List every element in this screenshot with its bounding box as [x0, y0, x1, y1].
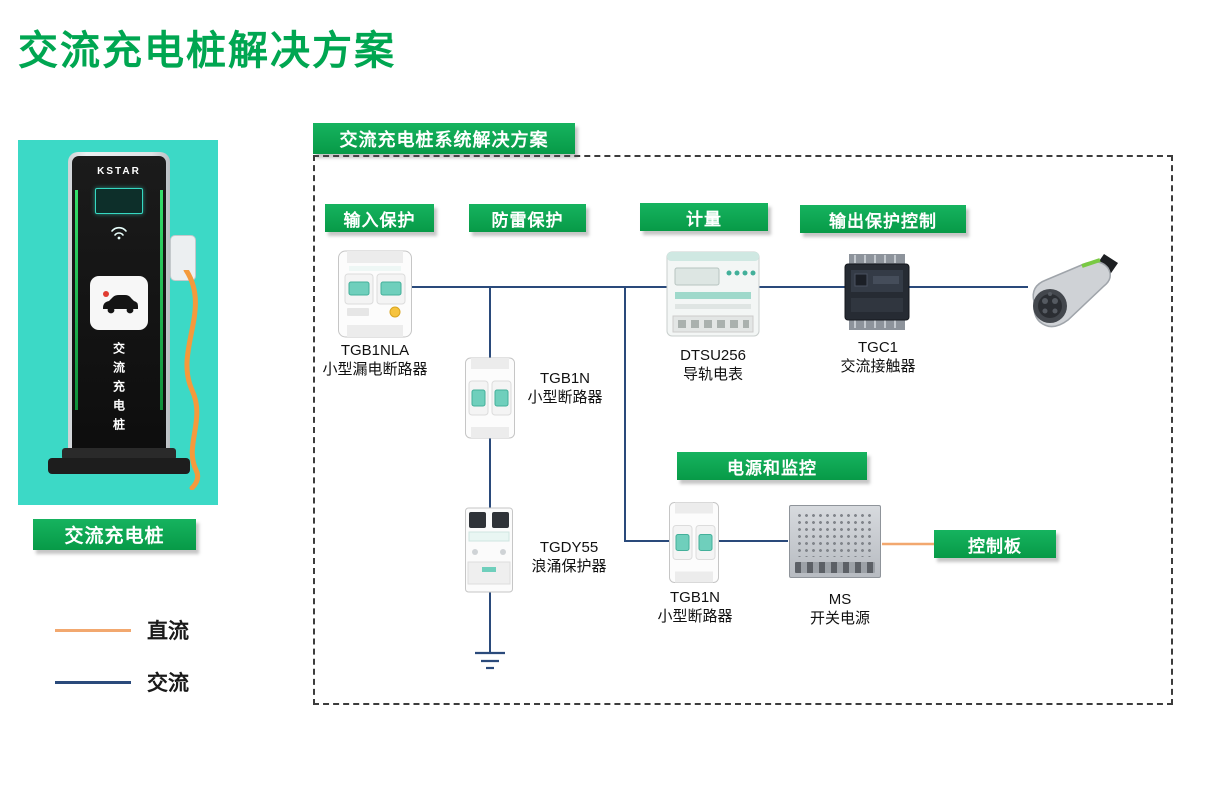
dtsu256-meter-image: [666, 251, 760, 337]
tgc1-label: TGC1 交流接触器: [828, 338, 928, 376]
badge-input-protection: 输入保护: [325, 204, 434, 232]
legend: 直流 交流: [55, 615, 189, 695]
tgc1-contactor-image: [844, 254, 910, 330]
badge-lightning-protection: 防雷保护: [469, 204, 586, 232]
charging-cable-icon: [183, 270, 201, 490]
pile-front-panel: KSTAR 交流充电桩: [72, 156, 166, 460]
car-icon: [103, 291, 138, 314]
car-card: [90, 276, 148, 330]
ms-desc: 开关电源: [809, 610, 870, 627]
tgb1nla-desc: 小型漏电断路器: [322, 361, 428, 378]
tgc1-name: TGC1: [857, 339, 898, 356]
pile-led-strip-right: [160, 190, 163, 410]
tgb1n-top-breaker-image: [465, 357, 515, 439]
tgb1n-top-desc: 小型断路器: [527, 389, 603, 406]
diagram-title-badge: 交流充电桩系统解决方案: [313, 123, 575, 154]
pile-caption-badge: 交流充电桩: [33, 519, 196, 550]
pile-base: [48, 458, 190, 474]
tgb1n-bottom-desc: 小型断路器: [657, 608, 733, 625]
tgdy55-surge-protector-image: [465, 507, 513, 593]
tgdy55-desc: 浪涌保护器: [531, 558, 607, 575]
ms-name: MS: [828, 591, 852, 608]
dtsu256-label: DTSU256 导轨电表: [657, 346, 769, 384]
page-title: 交流充电桩解决方案: [18, 29, 396, 73]
tgb1nla-breaker-image: [338, 250, 412, 338]
dc-line-swatch: [55, 628, 131, 632]
tgb1nla-label: TGB1NLA 小型漏电断路器: [310, 341, 440, 379]
diagram-box: [313, 155, 1173, 705]
ac-line-swatch: [55, 680, 131, 684]
pile-screen: [95, 188, 143, 214]
legend-item-dc: 直流: [55, 615, 189, 643]
dtsu256-name: DTSU256: [680, 347, 746, 364]
tgb1n-top-name: TGB1N: [539, 370, 590, 387]
pile-base-upper: [62, 448, 176, 460]
tgb1n-bottom-name: TGB1N: [669, 589, 720, 606]
psu-vent-grid: [796, 512, 874, 557]
pile-led-strip-left: [75, 190, 78, 410]
tgb1nla-name: TGB1NLA: [340, 342, 410, 359]
tgb1n-bottom-breaker-image: [669, 502, 719, 583]
kstar-logo: KSTAR: [97, 166, 141, 177]
tgb1n-bottom-label: TGB1N 小型断路器: [645, 588, 745, 626]
ms-power-supply-image: [789, 505, 881, 578]
legend-label-dc: 直流: [147, 620, 189, 643]
charging-pile-photo-panel: KSTAR 交流充电桩: [18, 140, 218, 505]
badge-control-board: 控制板: [934, 530, 1056, 558]
badge-metering: 计量: [640, 203, 768, 231]
dtsu256-desc: 导轨电表: [682, 366, 743, 383]
ms-label: MS 开关电源: [800, 590, 880, 628]
charging-pile-image: KSTAR 交流充电桩: [68, 152, 170, 464]
badge-output-protection-control: 输出保护控制: [800, 205, 966, 233]
pile-vertical-label: 交流充电桩: [111, 342, 126, 437]
legend-item-ac: 交流: [55, 667, 189, 695]
gun-holster: [170, 235, 196, 281]
tgdy55-label: TGDY55 浪涌保护器: [523, 538, 615, 576]
tgdy55-name: TGDY55: [539, 539, 599, 556]
badge-power-and-monitoring: 电源和监控: [677, 452, 867, 480]
contactless-icon: [111, 226, 127, 240]
ev-charging-gun-icon: [1032, 254, 1118, 328]
legend-label-ac: 交流: [147, 672, 189, 695]
tgc1-desc: 交流接触器: [840, 358, 916, 375]
psu-terminal-strip: [795, 562, 875, 573]
tgb1n-top-label: TGB1N 小型断路器: [519, 369, 611, 407]
